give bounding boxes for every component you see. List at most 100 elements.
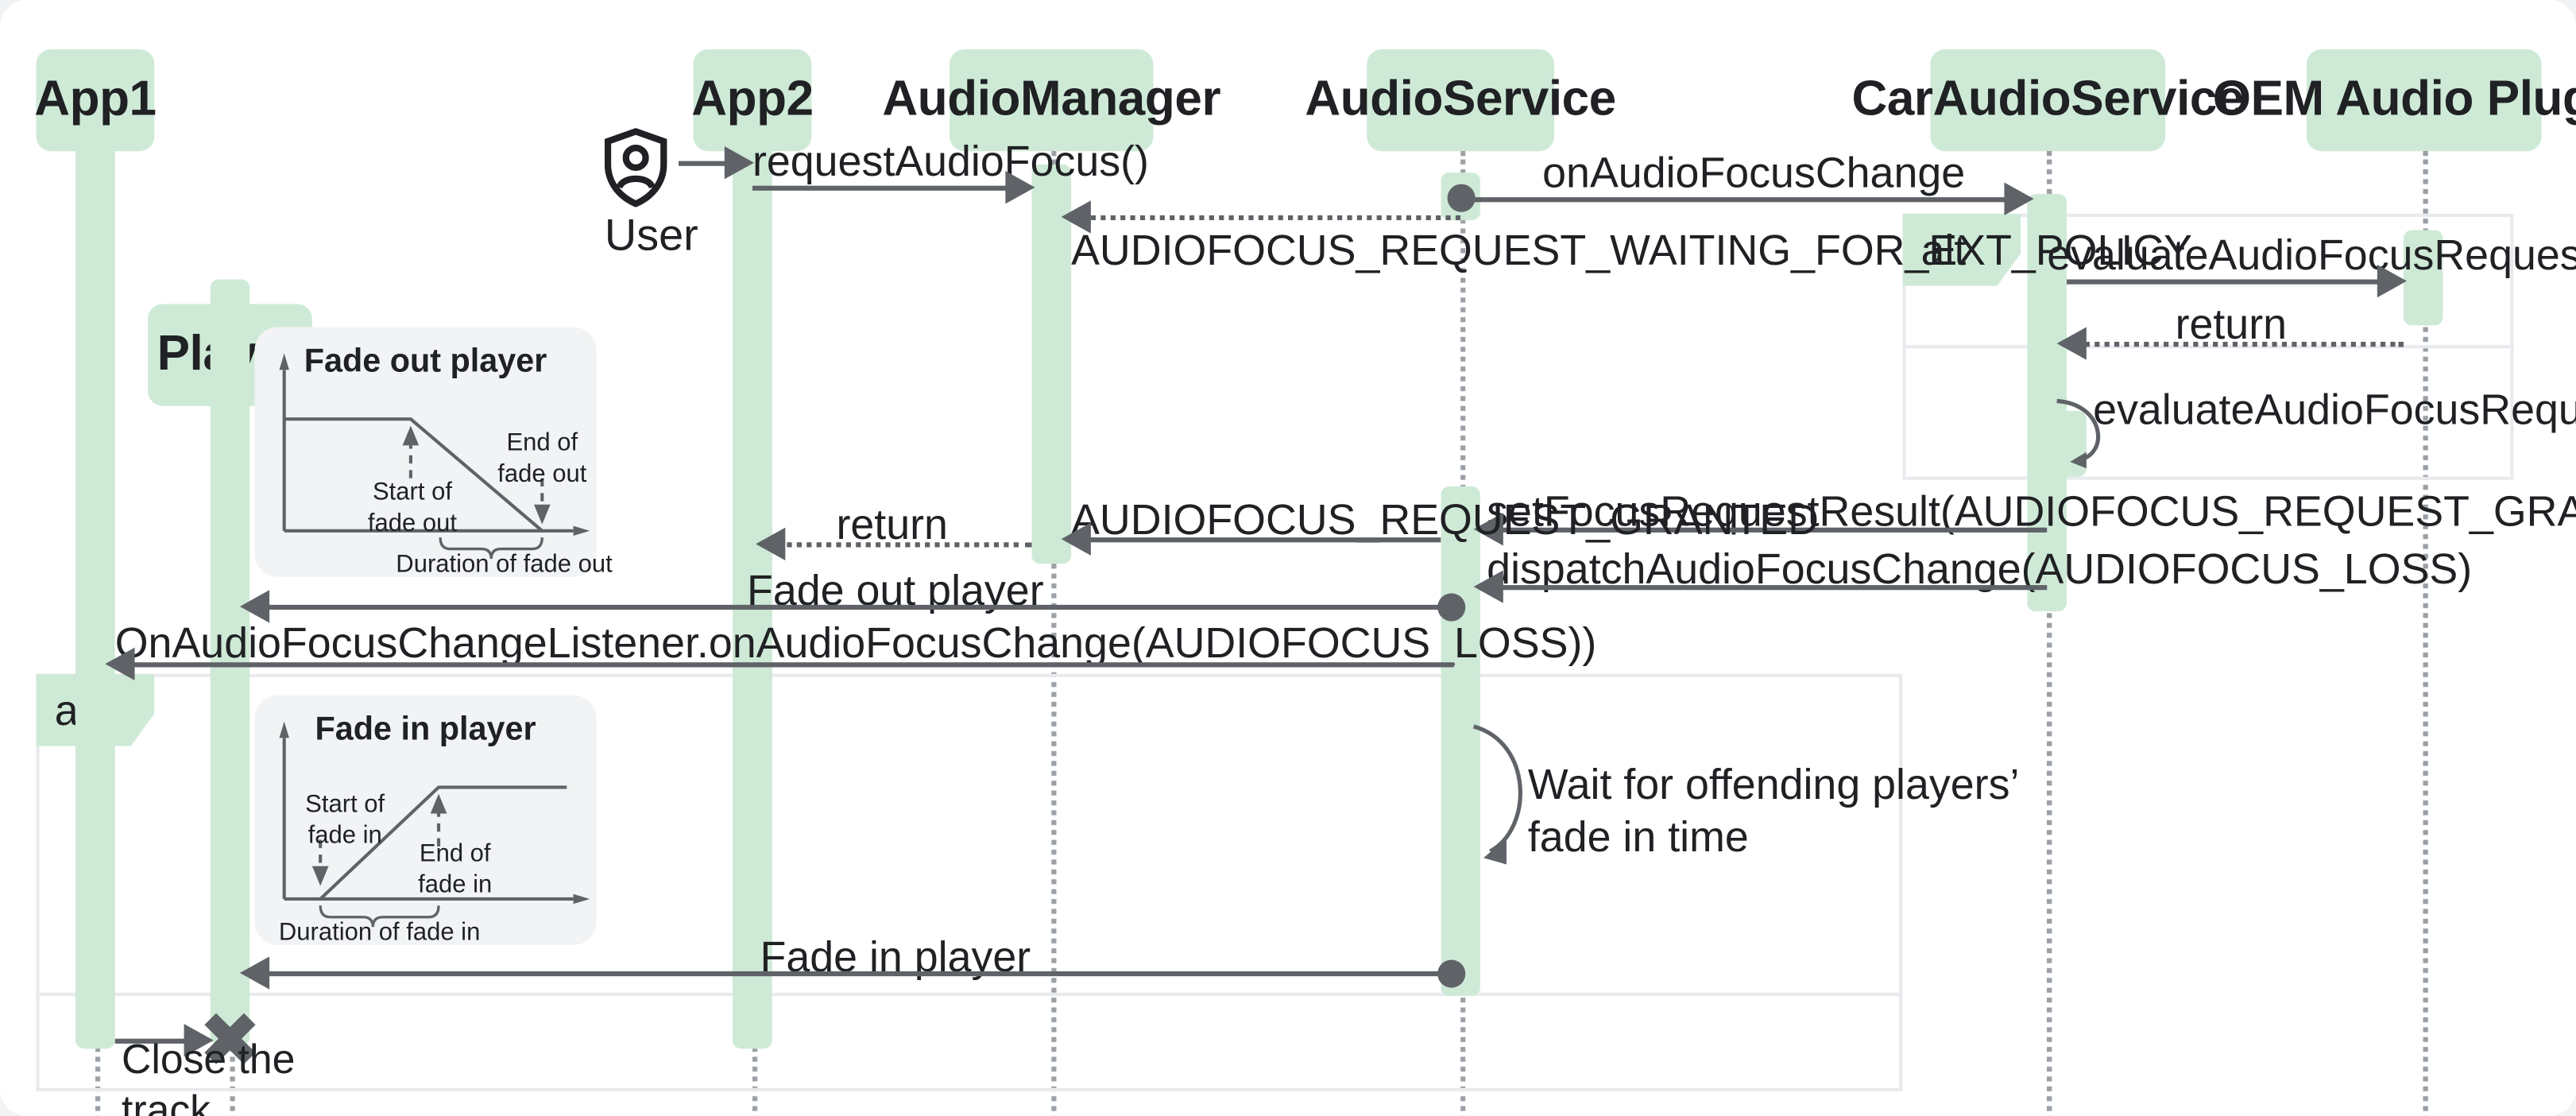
participant-label: App2 [691, 72, 814, 127]
message-text: requestAudioFocus() [752, 136, 1149, 186]
activation-app1 [75, 128, 115, 1049]
participant-audioservice[interactable]: AudioService [1305, 49, 1616, 152]
message-close-the-track [114, 1038, 207, 1044]
note-title-fade-out: Fade out player [254, 343, 596, 382]
message-text: evaluateAudioFocusRequest [2047, 230, 2576, 280]
activation-oemaudioplugin [2403, 230, 2443, 326]
message-user-to-app2 [678, 161, 748, 166]
message-origin-ball-icon [1437, 959, 1466, 988]
message-onaudiofocuschangelistener [114, 662, 1454, 668]
message-self-loop-wait-fade-in [1472, 724, 1522, 865]
message-origin-ball-icon [1437, 593, 1466, 622]
message-dispatchaudiofocuschange [1488, 585, 2048, 591]
participant-label: OEM Audio Plugin [2212, 72, 2576, 127]
activation-audioservice-2 [1441, 486, 1480, 568]
message-return-oem [2067, 342, 2404, 347]
fade-in-chart [279, 721, 590, 928]
participant-label: App1 [34, 72, 157, 127]
message-label-return-oem: return [2067, 299, 2396, 350]
message-text: AUDIOFOCUS_REQUEST_WAITING_FOR_EXT_POLIC… [1071, 225, 2192, 275]
arrowhead-right-icon [1005, 171, 1035, 204]
note-text: fade out [367, 509, 458, 537]
arrowhead-left-icon [2056, 327, 2087, 360]
arrowhead-right-icon [724, 146, 755, 180]
note-fade-in-player: Fade in player Start of fade in End of f… [254, 695, 597, 947]
note-title-text: Fade out player [304, 343, 547, 380]
message-text: Close the track [122, 1037, 296, 1116]
note-text: fade in [418, 870, 493, 899]
message-audiofocus-granted [1071, 537, 1441, 543]
note-title-text: Fade in player [315, 711, 536, 748]
message-text: OnAudioFocusChangeListener.onAudioFocusC… [114, 618, 1597, 668]
activation-app2 [733, 128, 772, 1049]
message-label-audiofocus-granted: AUDIOFOCUS_REQUEST_GRANTED [1071, 494, 1819, 545]
note-title-fade-in: Fade in player [254, 711, 596, 750]
lifeline-caraudioservice [2047, 151, 2052, 1116]
note-label-fade-in-start: Start of fade in [284, 791, 406, 853]
participant-label: AudioService [1305, 72, 1616, 127]
message-label-wait-fade-in: Wait for offending players’ fade in time [1528, 759, 2103, 863]
participant-audiomanager[interactable]: AudioManager [882, 49, 1221, 152]
participant-oemaudioplugin[interactable]: OEM Audio Plugin [2213, 49, 2576, 152]
activation-audioservice-3 [1441, 555, 1480, 996]
note-text: Duration of fade in [278, 918, 481, 947]
message-setfocusrequestresult [1488, 527, 2048, 533]
arrowhead-left-icon [1473, 570, 1503, 603]
message-text: evaluateAudioFocusRequestInternally [2093, 384, 2576, 434]
fade-out-chart [279, 353, 590, 560]
note-text: End of [506, 428, 578, 457]
participant-caraudioservice[interactable]: CarAudioService [1851, 49, 2245, 152]
note-text: fade out [497, 459, 587, 488]
lifeline-audiomanager [1051, 151, 1057, 1116]
note-fade-out-player: Fade out player Start of fade out End of [254, 327, 613, 579]
message-fade-in-player [249, 971, 1449, 977]
fragment-alt-left [36, 673, 1903, 1091]
message-label-onaudiofocuschangelistener: OnAudioFocusChangeListener.onAudioFocusC… [115, 618, 1597, 668]
participant-app1[interactable]: App1 [34, 49, 157, 152]
participant-label: CarAudioService [1851, 72, 2245, 127]
note-label-fade-out-start: Start of fade out [334, 479, 491, 541]
note-label-fade-out-end: End of fade out [489, 429, 594, 491]
message-text: return [836, 499, 948, 549]
message-text: onAudioFocusChange [1542, 148, 1966, 198]
message-label-on-audio-focus-change: onAudioFocusChange [1460, 148, 2047, 199]
note-label-fade-in-duration: Duration of fade in [277, 919, 481, 947]
note-text: Start of [372, 478, 452, 506]
message-label-close-the-track: Close the track [122, 1036, 319, 1116]
note-label-fade-in-end: End of fade in [394, 840, 516, 902]
arrowhead-left-icon [756, 527, 786, 561]
arrowhead-left-icon [1473, 513, 1503, 546]
message-return-am [765, 542, 1032, 548]
arrowhead-right-icon [2377, 264, 2408, 298]
lifeline-oemaudioplugin [2423, 151, 2428, 1116]
actor-label-text: User [604, 210, 698, 260]
note-text: End of [419, 839, 491, 868]
note-text: Duration of fade out [396, 550, 613, 579]
fragment-alt-right-label: alt [1902, 213, 2021, 286]
fragment-label-text: alt [1920, 224, 1967, 274]
message-self-loop-evaluate-internally [2056, 398, 2101, 469]
note-text: fade in [307, 821, 382, 850]
arrowhead-left-icon [239, 590, 270, 623]
message-label-audiofocus-waiting: AUDIOFOCUS_REQUEST_WAITING_FOR_EXT_POLIC… [1071, 225, 2192, 276]
arrowhead-left-icon [105, 647, 135, 680]
arrowhead-left-icon [1061, 522, 1091, 556]
user-shield-icon [604, 128, 667, 207]
message-label-return-am: return [752, 500, 1031, 551]
participant-label: AudioManager [882, 72, 1221, 127]
fragment-alt-left-divider [36, 992, 1903, 996]
arrowhead-right-icon [2004, 182, 2034, 215]
message-evaluateaudiofocusrequest [2067, 279, 2396, 285]
message-text: AUDIOFOCUS_REQUEST_GRANTED [1071, 494, 1819, 544]
actor-label-user: User [605, 211, 698, 262]
message-audiofocus-waiting [1071, 215, 1461, 221]
note-label-fade-out-duration: Duration of fade out [396, 551, 612, 579]
message-text: return [2175, 299, 2288, 349]
message-text: Wait for offending players’ fade in time [1527, 759, 2018, 861]
message-label-evaluate-audio-focus-request: evaluateAudioFocusRequest [2047, 230, 2576, 281]
message-label-evaluate-internally: evaluateAudioFocusRequestInternally [2093, 385, 2576, 436]
message-onaudiofocuschange [1460, 197, 2028, 203]
arrowhead-left-icon [239, 956, 270, 990]
